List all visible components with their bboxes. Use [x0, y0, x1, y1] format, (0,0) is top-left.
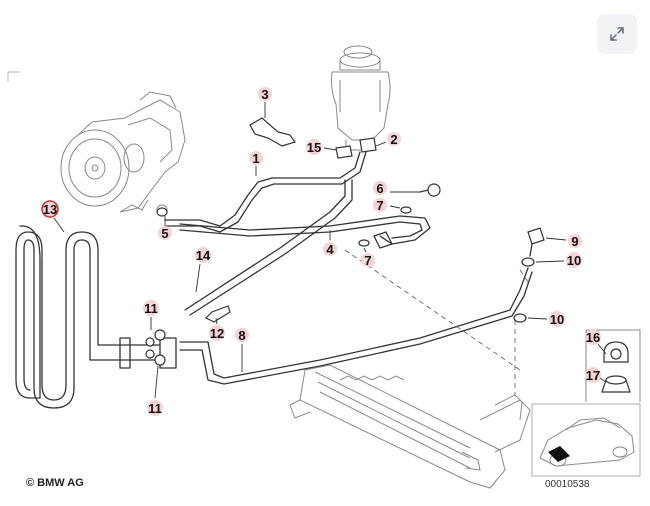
frame-lines — [7, 71, 20, 82]
callout-6: 6 — [373, 181, 420, 196]
callout-14: 14 — [195, 247, 211, 293]
svg-text:3: 3 — [261, 87, 268, 102]
vehicle-thumbnail — [531, 403, 641, 477]
svg-text:2: 2 — [390, 132, 397, 147]
callout-13: 13 — [41, 200, 65, 233]
fluid-reservoir — [331, 45, 391, 151]
callout-5: 5 — [158, 216, 172, 241]
power-steering-pump — [60, 91, 186, 216]
callouts: 1 2 3 4 5 6 7 7 8 9 10 10 11 11 12 13 14… — [41, 87, 607, 416]
svg-text:13: 13 — [43, 202, 57, 217]
callout-11b: 11 — [147, 365, 163, 416]
expand-button[interactable] — [597, 14, 637, 54]
hardware — [145, 117, 545, 366]
svg-text:9: 9 — [571, 234, 578, 249]
copyright-text: © BMW AG — [26, 477, 84, 489]
svg-text:7: 7 — [376, 198, 383, 213]
svg-text:14: 14 — [196, 248, 211, 263]
callout-16: 16 — [585, 329, 607, 355]
svg-text:10: 10 — [550, 312, 564, 327]
svg-text:6: 6 — [376, 181, 383, 196]
inset-parts-box — [585, 329, 641, 402]
reference-number: 00010538 — [545, 479, 590, 490]
callout-10b: 10 — [527, 311, 565, 327]
svg-text:15: 15 — [307, 140, 321, 155]
callout-11a: 11 — [143, 300, 159, 330]
svg-text:5: 5 — [161, 226, 168, 241]
callout-4: 4 — [323, 230, 337, 257]
oil-cooler-coil — [15, 225, 131, 409]
pressure-lines — [119, 151, 533, 385]
callout-7a: 7 — [373, 198, 401, 213]
callout-12: 12 — [209, 317, 225, 341]
callout-17: 17 — [585, 367, 607, 383]
svg-text:12: 12 — [210, 326, 224, 341]
svg-text:16: 16 — [586, 330, 600, 345]
svg-text:11: 11 — [144, 301, 158, 316]
svg-text:17: 17 — [586, 368, 600, 383]
callout-8: 8 — [235, 328, 249, 372]
callout-15: 15 — [306, 139, 337, 155]
dashed-leaders — [344, 249, 531, 395]
callout-3: 3 — [258, 87, 272, 118]
svg-text:7: 7 — [364, 253, 371, 268]
svg-text:4: 4 — [326, 242, 334, 257]
callout-1: 1 — [249, 151, 263, 176]
svg-text:10: 10 — [567, 253, 581, 268]
expand-icon — [610, 27, 624, 41]
callout-7b: 7 — [361, 247, 375, 268]
svg-text:8: 8 — [238, 328, 245, 343]
callout-2: 2 — [375, 132, 401, 147]
callout-9: 9 — [545, 234, 582, 249]
svg-text:11: 11 — [148, 401, 162, 416]
steering-rack — [289, 364, 531, 489]
callout-10a: 10 — [535, 252, 582, 268]
svg-text:1: 1 — [252, 151, 259, 166]
